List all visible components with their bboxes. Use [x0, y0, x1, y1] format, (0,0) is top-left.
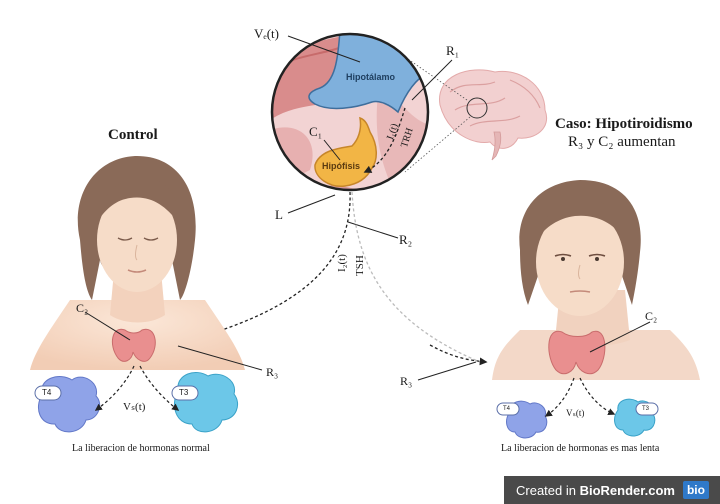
- vs-arrow-left-b: [139, 365, 180, 411]
- ve-pointer: [287, 35, 361, 63]
- t3-right-label: T3: [642, 406, 650, 412]
- person-hypothyroid: [492, 180, 700, 380]
- c2-left-pointer: [84, 311, 131, 341]
- c2-right-pointer: [589, 321, 651, 353]
- t4-badge-left: [34, 385, 62, 401]
- t3-badge-right: [635, 402, 659, 416]
- pituitary-label: Hipófisis: [322, 161, 361, 171]
- t4-left-label: T4: [42, 388, 52, 397]
- badge-brand: BioRender.com: [579, 482, 675, 498]
- tsh-arrow-right-faded: [351, 191, 481, 363]
- r3-right-label: R₃: [400, 374, 413, 388]
- r2-label: R₂: [399, 232, 413, 247]
- r3-left-label: R₃: [266, 365, 279, 379]
- case-title: Caso: Hipotiroidismo: [555, 116, 693, 132]
- t3-left-label: T3: [179, 388, 189, 397]
- l-label: L: [275, 207, 283, 222]
- c1-label: C₁: [309, 124, 323, 139]
- r3-left-pointer: [177, 345, 263, 371]
- ve-label: Vₑ(t): [254, 26, 279, 41]
- c1-pointer: [323, 139, 341, 161]
- zoom-circle: [270, 32, 430, 192]
- biorender-badge[interactable]: Created in BioRender.com bio: [504, 476, 720, 504]
- hypothalamus-label: Hipotálamo: [346, 72, 396, 82]
- person-control: [30, 155, 245, 370]
- t3-molecule-left: [174, 372, 238, 433]
- t4-right-label: T4: [503, 406, 511, 412]
- control-title: Control: [108, 127, 158, 143]
- t4-molecule-left: [38, 376, 101, 433]
- brain-illustration: [439, 69, 548, 161]
- t4-badge-right: [496, 402, 520, 416]
- zoom-line-bottom: [404, 116, 471, 173]
- t3-badge-left: [171, 385, 199, 401]
- caption-right: La liberacion de hormonas es mas lenta: [501, 443, 660, 454]
- vs-left-label: Vₛ(t): [123, 401, 146, 413]
- c2-left-label: C₂: [76, 301, 89, 315]
- tsh-arrow-right: [429, 344, 488, 366]
- i2-label: I₂(t): [336, 254, 348, 272]
- tsh-label: TSH: [354, 255, 366, 276]
- badge-prefix: Created in: [516, 482, 580, 498]
- r1-pointer: [411, 59, 453, 101]
- r1-label: R₁: [446, 43, 460, 58]
- r3-right-pointer: [417, 361, 477, 381]
- trh-arrow: [363, 107, 406, 173]
- case-subtitle: R₃ y C₂ aumentan: [568, 134, 676, 150]
- tsh-arrow-left: [163, 191, 351, 349]
- zoom-line-top: [391, 47, 468, 101]
- r2-pointer: [347, 221, 399, 239]
- vs-arrow-right-b: [579, 377, 616, 416]
- pituitary-shape: [314, 116, 377, 187]
- c2-right-label: C₂: [645, 309, 658, 323]
- vs-right-label: Vₛ(t): [566, 408, 585, 418]
- l-pointer: [287, 194, 336, 214]
- vs-arrow-right-a: [544, 377, 575, 417]
- caption-left: La liberacion de hormonas normal: [72, 443, 210, 454]
- biorender-logo: bio: [682, 481, 709, 499]
